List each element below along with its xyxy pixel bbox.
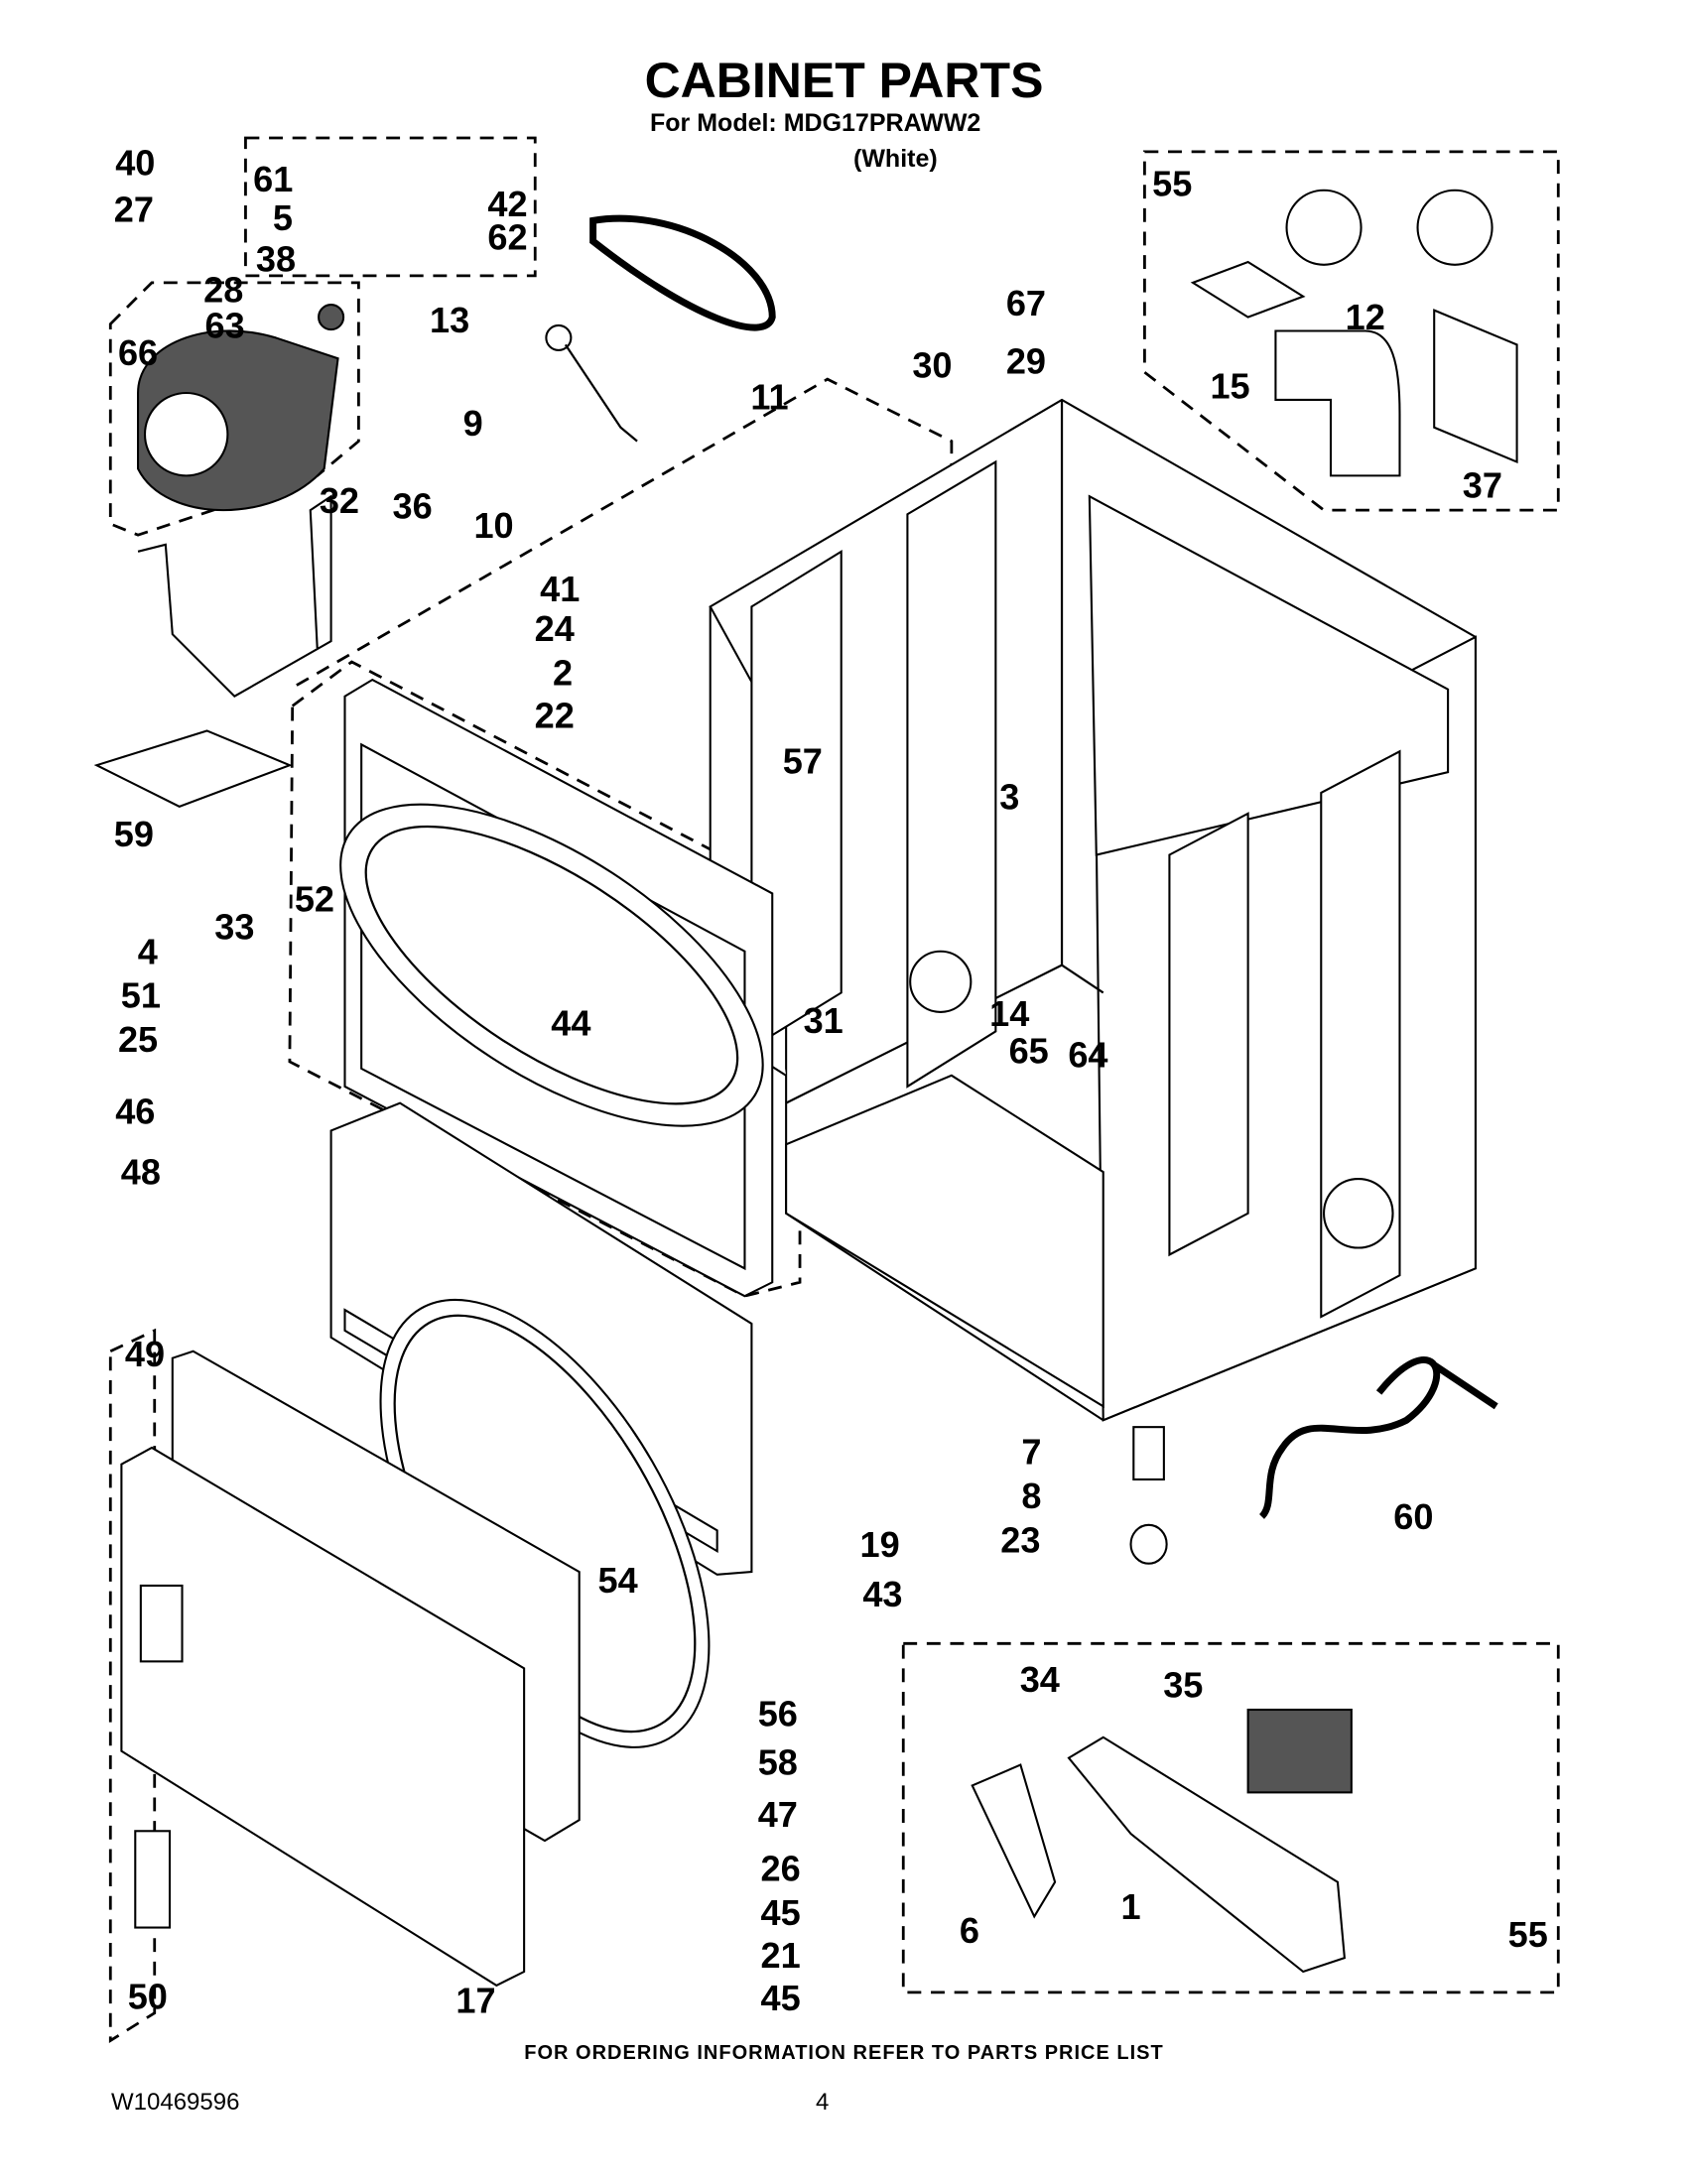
- callout-35: 35: [1163, 1664, 1203, 1705]
- callout-28: 28: [203, 269, 243, 310]
- callout-17: 17: [455, 1981, 495, 2021]
- callout-8: 8: [1021, 1476, 1041, 1516]
- callout-36: 36: [392, 485, 432, 526]
- motor-group-box: [108, 281, 360, 537]
- callout-37: 37: [1463, 465, 1502, 506]
- callout-4: 4: [138, 931, 158, 971]
- vent-cover-plate: [1190, 260, 1306, 319]
- callout-59: 59: [114, 814, 154, 854]
- power-cord: [1258, 1356, 1498, 1519]
- callout-10: 10: [473, 505, 513, 546]
- vent-caps: [1285, 189, 1493, 266]
- callout-22: 22: [535, 696, 575, 736]
- callout-6: 6: [960, 1910, 979, 1951]
- callout-55: 55: [1508, 1914, 1548, 1955]
- document-number: W10469596: [111, 2089, 240, 2116]
- model-color: (White): [853, 145, 938, 173]
- callout-51: 51: [121, 975, 161, 1016]
- callout-62: 62: [487, 217, 527, 258]
- switch-group-box: [244, 136, 537, 278]
- callout-45: 45: [760, 1978, 800, 2018]
- cabinet: [709, 398, 1477, 1422]
- callout-11: 11: [750, 377, 788, 418]
- callout-29: 29: [1006, 341, 1046, 382]
- callout-44: 44: [551, 1003, 590, 1044]
- callout-60: 60: [1393, 1496, 1433, 1537]
- callout-56: 56: [758, 1694, 798, 1734]
- callout-61: 61: [253, 159, 293, 199]
- callout-26: 26: [760, 1848, 800, 1888]
- motor: [137, 304, 345, 512]
- page-number: 4: [816, 2089, 830, 2116]
- callout-64: 64: [1068, 1034, 1107, 1075]
- callout-2: 2: [553, 653, 573, 694]
- callout-63: 63: [205, 305, 245, 345]
- callout-43: 43: [862, 1574, 902, 1614]
- callout-13: 13: [430, 300, 469, 340]
- callout-45: 45: [760, 1892, 800, 1933]
- callout-9: 9: [463, 403, 483, 444]
- igniter: [971, 1763, 1057, 1919]
- callout-65: 65: [1009, 1030, 1049, 1071]
- callout-7: 7: [1021, 1432, 1041, 1473]
- gas-valve: [1067, 1708, 1353, 1974]
- exhaust-elbow: [1274, 329, 1401, 477]
- callout-58: 58: [758, 1741, 798, 1782]
- callout-30: 30: [912, 345, 952, 386]
- callout-33: 33: [214, 906, 254, 947]
- idler-pulley: [545, 323, 638, 443]
- callout-15: 15: [1210, 366, 1249, 407]
- callout-21: 21: [760, 1935, 800, 1976]
- callout-41: 41: [540, 569, 580, 609]
- callout-42: 42: [487, 184, 527, 224]
- callout-57: 57: [783, 741, 823, 782]
- insulation-pad: [93, 729, 293, 809]
- callout-54: 54: [598, 1560, 638, 1601]
- callout-67: 67: [1006, 283, 1046, 323]
- door-assembly: [120, 1298, 711, 1988]
- accessories-group-box: [1143, 150, 1560, 512]
- callout-66: 66: [118, 332, 158, 373]
- callout-5: 5: [273, 197, 293, 238]
- callout-25: 25: [118, 1019, 158, 1060]
- instruction-sheet: [1433, 309, 1518, 464]
- ordering-note: FOR ORDERING INFORMATION REFER TO PARTS …: [524, 2042, 1164, 2064]
- callout-12: 12: [1346, 297, 1385, 337]
- callout-47: 47: [758, 1794, 798, 1835]
- callout-48: 48: [121, 1152, 161, 1193]
- callout-19: 19: [860, 1524, 900, 1565]
- callout-49: 49: [125, 1334, 165, 1374]
- leveling-leg: [1129, 1426, 1168, 1565]
- callout-1: 1: [1120, 1886, 1140, 1927]
- motor-mount: [137, 494, 332, 699]
- callout-52: 52: [295, 878, 334, 919]
- page-title: CABINET PARTS: [644, 53, 1044, 108]
- front-panel-group-box: [288, 660, 802, 1298]
- door-group-box: [108, 1328, 157, 2043]
- callout-55: 55: [1152, 163, 1192, 203]
- belt: [589, 214, 776, 331]
- callout-27: 27: [114, 190, 154, 230]
- callout-23: 23: [1000, 1520, 1040, 1561]
- callout-40: 40: [115, 142, 155, 183]
- callout-34: 34: [1020, 1659, 1060, 1700]
- callout-46: 46: [115, 1091, 155, 1131]
- model-number: For Model: MDG17PRAWW2: [650, 109, 981, 137]
- callout-31: 31: [804, 1000, 844, 1041]
- callout-14: 14: [989, 993, 1029, 1034]
- callout-50: 50: [128, 1977, 168, 2017]
- callout-32: 32: [320, 480, 359, 521]
- callout-3: 3: [999, 777, 1019, 818]
- callout-24: 24: [535, 608, 575, 649]
- callout-38: 38: [256, 239, 296, 280]
